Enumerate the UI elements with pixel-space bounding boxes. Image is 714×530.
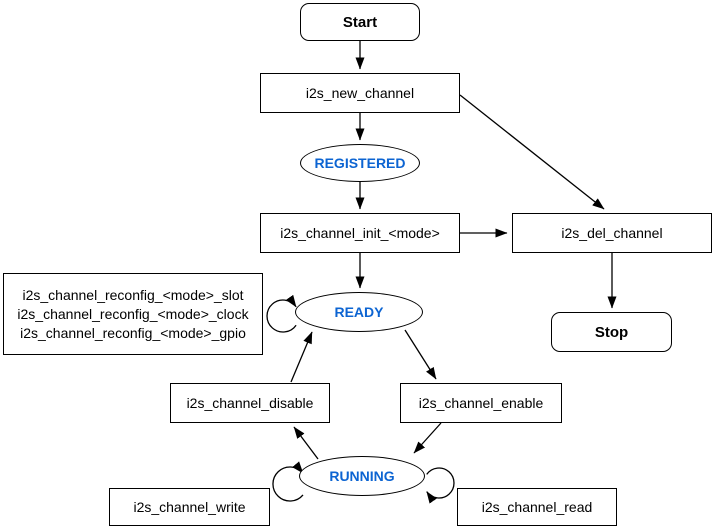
ready-label: READY xyxy=(334,304,384,320)
reconfig-functions-box: i2s_channel_reconfig_<mode>_slot i2s_cha… xyxy=(3,273,263,355)
i2s-channel-disable-node: i2s_channel_disable xyxy=(170,383,330,423)
running-self-loop-left xyxy=(272,461,304,502)
reconfig-line-clock: i2s_channel_reconfig_<mode>_clock xyxy=(17,305,249,322)
running-state: RUNNING xyxy=(299,456,425,496)
stop-node: Stop xyxy=(551,312,672,352)
edge-disable-to-ready xyxy=(290,331,313,383)
i2s-channel-disable-label: i2s_channel_disable xyxy=(186,395,314,411)
i2s-new-channel-node: i2s_new_channel xyxy=(260,73,460,113)
i2s-channel-read-label: i2s_channel_read xyxy=(481,499,593,515)
start-node: Start xyxy=(300,3,420,41)
ready-self-loop xyxy=(266,294,297,333)
running-label: RUNNING xyxy=(329,468,395,484)
i2s-channel-write-label: i2s_channel_write xyxy=(133,499,246,515)
i2s-channel-enable-node: i2s_channel_enable xyxy=(400,383,562,423)
i2s-channel-init-label: i2s_channel_init_<mode> xyxy=(280,225,440,241)
ready-state: READY xyxy=(295,292,423,332)
edge-ready-to-enable xyxy=(404,329,437,380)
reconfig-line-slot: i2s_channel_reconfig_<mode>_slot xyxy=(22,286,244,303)
stop-label: Stop xyxy=(594,323,629,341)
reconfig-line-gpio: i2s_channel_reconfig_<mode>_gpio xyxy=(20,324,246,341)
i2s-channel-write-node: i2s_channel_write xyxy=(109,488,270,526)
running-self-loop-right xyxy=(426,467,455,504)
i2s-del-channel-label: i2s_del_channel xyxy=(561,225,663,241)
i2s-new-channel-label: i2s_new_channel xyxy=(305,85,415,101)
edge-enable-to-running xyxy=(413,422,442,454)
registered-label: REGISTERED xyxy=(314,155,406,171)
i2s-channel-init-node: i2s_channel_init_<mode> xyxy=(260,213,460,253)
i2s-channel-enable-label: i2s_channel_enable xyxy=(418,395,544,411)
edge-new-channel-to-del-channel xyxy=(459,94,605,210)
start-label: Start xyxy=(342,13,378,31)
registered-state: REGISTERED xyxy=(300,144,420,182)
i2s-del-channel-node: i2s_del_channel xyxy=(512,213,712,253)
edge-running-to-disable xyxy=(293,426,319,460)
i2s-channel-read-node: i2s_channel_read xyxy=(457,488,617,526)
